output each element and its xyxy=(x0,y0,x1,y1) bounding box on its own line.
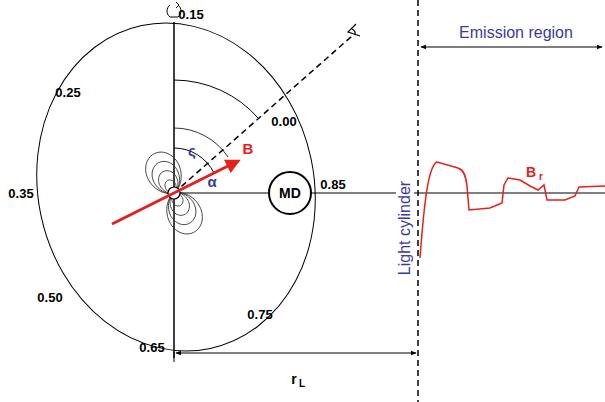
phase-label: 0.85 xyxy=(318,177,347,192)
zeta-arc xyxy=(174,80,259,119)
angle-label: α xyxy=(207,174,216,189)
light-cylinder-line xyxy=(417,0,419,402)
orbital-plane-line xyxy=(174,193,605,194)
observer-eye xyxy=(348,24,360,36)
small-arc xyxy=(174,128,228,157)
radial-field-curve xyxy=(420,162,605,258)
magnetic-axis-arrow xyxy=(112,161,238,224)
light-cylinder-label: Light cylinder xyxy=(396,179,414,277)
radius-label: r xyxy=(291,372,296,386)
field-label: B xyxy=(243,141,254,156)
phase-label: 0.15 xyxy=(178,8,203,21)
subscript: r xyxy=(539,172,543,182)
emission-region-arrow xyxy=(421,47,602,48)
md-circle: MD xyxy=(268,171,312,215)
phase-label: 0.65 xyxy=(139,341,164,354)
orbit-ellipse xyxy=(7,0,346,377)
node-label: MD xyxy=(279,185,301,201)
subscript: L xyxy=(299,379,305,389)
region-label: Emission region xyxy=(459,25,573,41)
tick xyxy=(174,352,175,362)
phase-label: 0.25 xyxy=(55,86,80,99)
phase-label: 0.00 xyxy=(271,115,296,128)
angle-label: ς xyxy=(188,143,196,158)
line-of-sight xyxy=(174,36,352,193)
light-cylinder-radius-arrow xyxy=(176,353,416,354)
field-label: B xyxy=(526,165,536,179)
phase-label: 0.75 xyxy=(247,308,272,321)
phase-label: 0.50 xyxy=(37,291,62,304)
phase-label: 0.35 xyxy=(6,186,35,201)
